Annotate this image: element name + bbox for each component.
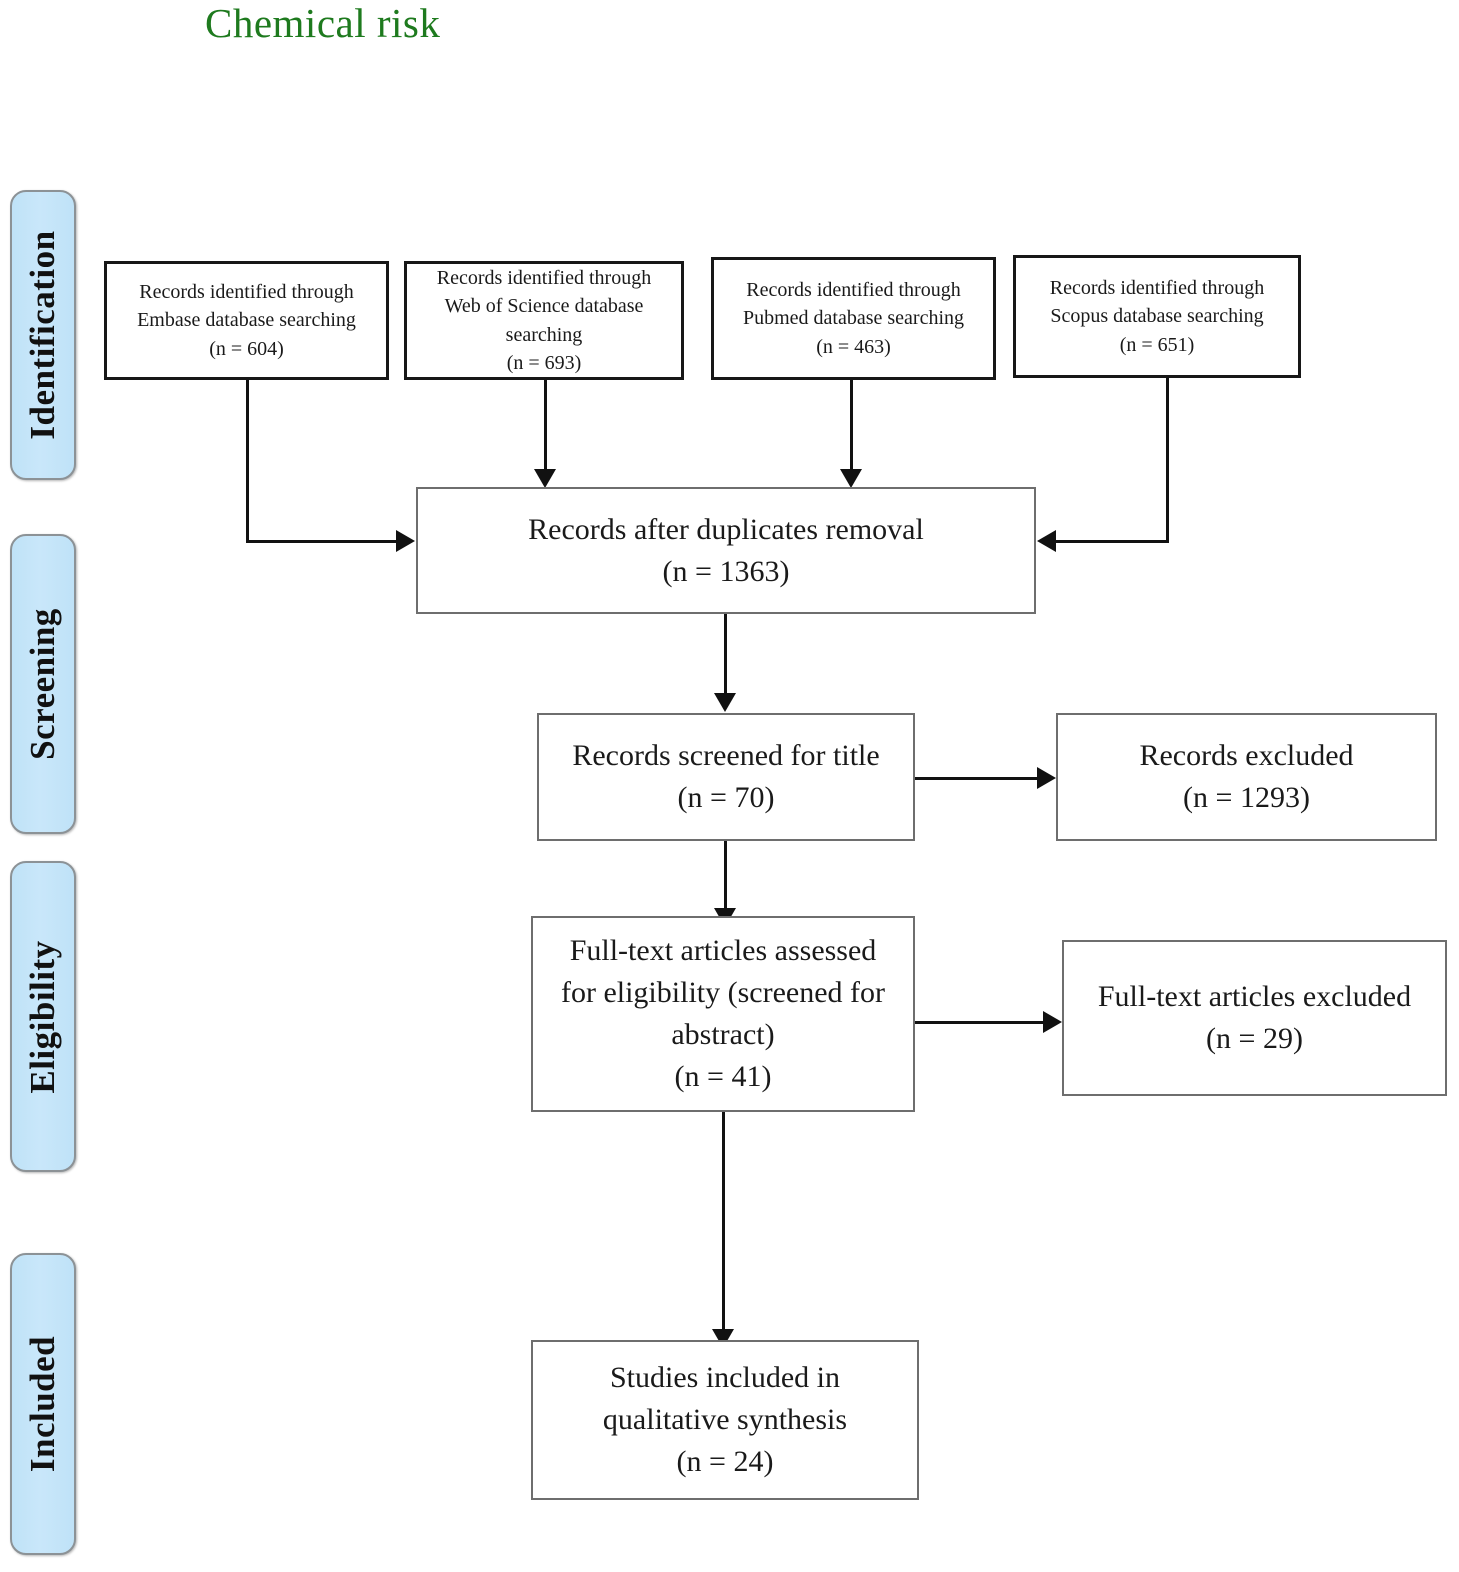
arrow-wos-to-duplicates xyxy=(534,469,556,488)
source-box-web-of-science-text: Records identified through Web of Scienc… xyxy=(436,266,652,374)
connector-duplicates-to-screened xyxy=(724,614,727,694)
arrow-fulltext-to-excluded xyxy=(1043,1011,1062,1033)
box-fulltext-assessed-text: Full-text articles assessed for eligibil… xyxy=(560,934,886,1093)
connector-scopus-horizontal xyxy=(1056,540,1169,543)
source-box-pubmed: Records identified through Pubmed databa… xyxy=(711,257,996,380)
source-box-pubmed-text: Records identified through Pubmed databa… xyxy=(742,278,965,358)
arrow-scopus-to-duplicates xyxy=(1037,530,1056,552)
phase-label-eligibility: Eligibility xyxy=(23,939,62,1094)
source-box-scopus: Records identified through Scopus databa… xyxy=(1013,255,1301,378)
connector-fulltext-to-included xyxy=(722,1112,725,1330)
box-studies-included: Studies included in qualitative synthesi… xyxy=(531,1340,919,1500)
arrow-pubmed-to-duplicates xyxy=(840,469,862,488)
box-studies-included-text: Studies included in qualitative synthesi… xyxy=(602,1361,848,1478)
arrow-duplicates-to-screened xyxy=(714,693,736,712)
phase-pill-screening: Screening xyxy=(10,534,76,834)
phase-pill-included: Included xyxy=(10,1253,76,1555)
connector-scopus-vertical xyxy=(1166,378,1169,543)
connector-screened-to-excluded xyxy=(915,777,1039,780)
phase-pill-identification: Identification xyxy=(10,190,76,480)
connector-embase-vertical xyxy=(246,380,249,543)
phase-label-included: Included xyxy=(23,1335,62,1473)
box-records-after-duplicates: Records after duplicates removal (n = 13… xyxy=(416,487,1036,614)
box-fulltext-assessed: Full-text articles assessed for eligibil… xyxy=(531,916,915,1112)
source-box-embase-text: Records identified through Embase databa… xyxy=(137,280,356,360)
arrow-embase-to-duplicates xyxy=(396,530,415,552)
box-fulltext-excluded: Full-text articles excluded (n = 29) xyxy=(1062,940,1447,1096)
page-title: Chemical risk xyxy=(205,0,441,46)
connector-fulltext-to-excluded xyxy=(915,1021,1045,1024)
phase-label-identification: Identification xyxy=(23,230,62,440)
box-records-screened-text: Records screened for title (n = 70) xyxy=(572,739,880,814)
arrow-screened-to-excluded xyxy=(1037,767,1056,789)
source-box-scopus-text: Records identified through Scopus databa… xyxy=(1049,276,1265,356)
phase-pill-eligibility: Eligibility xyxy=(10,861,76,1172)
source-box-web-of-science: Records identified through Web of Scienc… xyxy=(404,261,684,380)
phase-label-screening: Screening xyxy=(23,608,62,760)
box-records-after-duplicates-text: Records after duplicates removal (n = 13… xyxy=(528,512,924,588)
connector-screened-to-fulltext xyxy=(724,841,727,909)
box-records-excluded: Records excluded (n = 1293) xyxy=(1056,713,1437,841)
box-records-excluded-text: Records excluded (n = 1293) xyxy=(1139,739,1354,814)
box-fulltext-excluded-text: Full-text articles excluded (n = 29) xyxy=(1097,980,1412,1055)
box-records-screened: Records screened for title (n = 70) xyxy=(537,713,915,841)
connector-pubmed-vertical xyxy=(850,380,853,470)
source-box-embase: Records identified through Embase databa… xyxy=(104,261,389,380)
connector-wos-vertical xyxy=(544,380,547,470)
connector-embase-horizontal xyxy=(246,540,398,543)
